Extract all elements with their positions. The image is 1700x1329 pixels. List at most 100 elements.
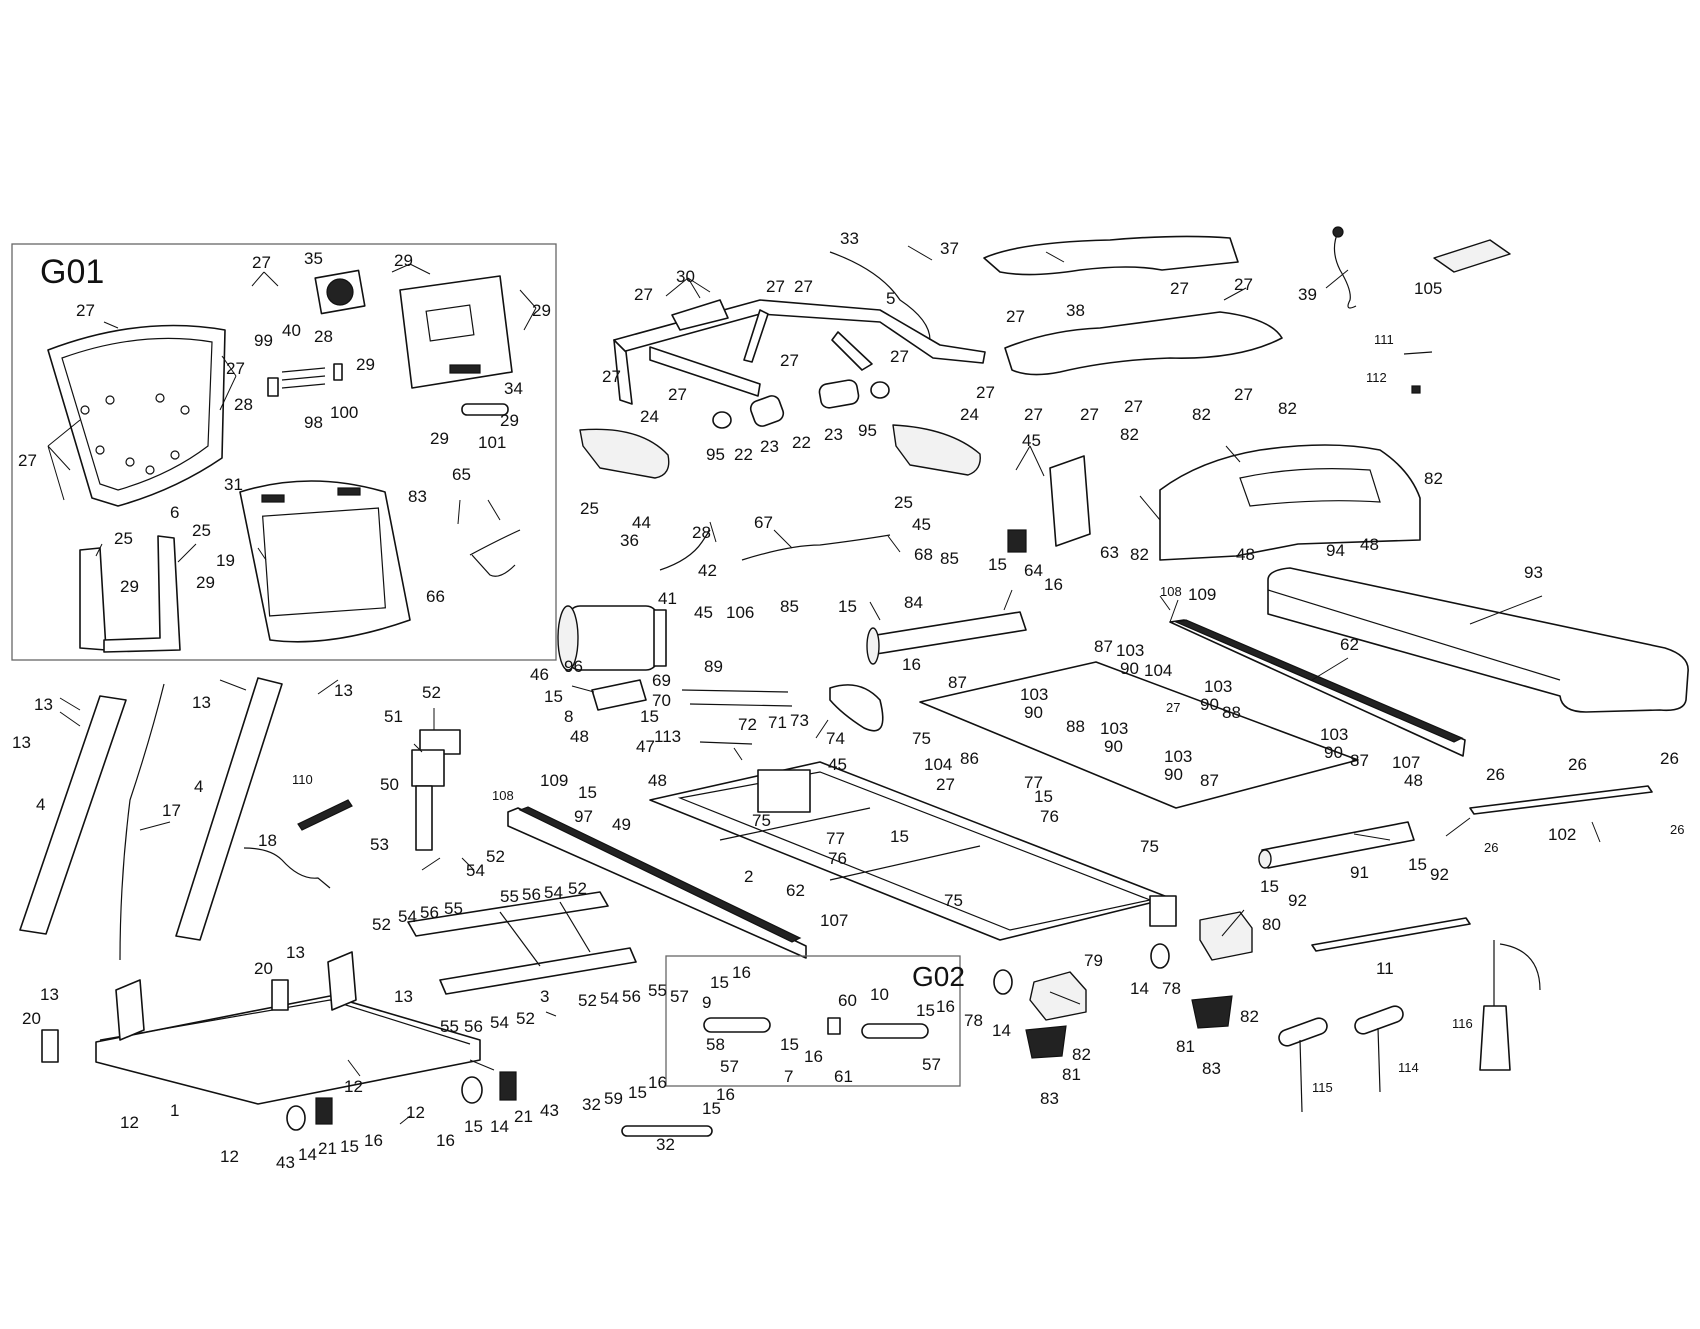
handlebar-end-cap-right — [892, 424, 981, 476]
key-clip-cord — [1403, 351, 1433, 355]
callout-90: 90 — [1024, 703, 1043, 722]
callout-4: 4 — [194, 777, 203, 796]
callout-16: 16 — [648, 1073, 667, 1092]
callout-103: 103 — [1020, 685, 1048, 704]
callout-78: 78 — [964, 1011, 983, 1030]
motor-cable-67 — [741, 534, 891, 561]
callout-104: 104 — [924, 755, 952, 774]
callout-43: 43 — [540, 1101, 559, 1120]
callout-40: 40 — [282, 321, 301, 340]
callout-82: 82 — [1278, 399, 1297, 418]
console-wire-harness — [469, 529, 521, 577]
callout-93: 93 — [1524, 563, 1543, 582]
sleeve-60 — [827, 1017, 841, 1035]
callout-73: 73 — [790, 711, 809, 730]
callout-12: 12 — [344, 1077, 363, 1096]
incline-motor — [411, 729, 461, 851]
callout-83: 83 — [1202, 1059, 1221, 1078]
callout-116: 116 — [1452, 1016, 1473, 1031]
callout-23: 23 — [824, 425, 843, 444]
callout-66: 66 — [426, 587, 445, 606]
callout-92: 92 — [1288, 891, 1307, 910]
cable-113 — [699, 741, 753, 745]
callout-51: 51 — [384, 707, 403, 726]
console-mast-frame — [613, 299, 986, 405]
drive-motor — [557, 529, 711, 671]
callout-27: 27 — [1234, 385, 1253, 404]
callout-87: 87 — [1200, 771, 1219, 790]
grill-81-right — [1191, 995, 1233, 1029]
callout-47: 47 — [636, 737, 655, 756]
callout-27: 27 — [226, 359, 245, 378]
callout-4: 4 — [36, 795, 45, 814]
callout-25: 25 — [580, 499, 599, 518]
callout-numbers: 27 27 35 29 29 99 40 28 29 27 28 100 98 … — [12, 229, 1684, 1172]
callout-81: 81 — [1062, 1065, 1081, 1084]
callout-82: 82 — [1240, 1007, 1259, 1026]
callout-45: 45 — [694, 603, 713, 622]
front-drive-roller — [866, 611, 1027, 665]
callout-98: 98 — [304, 413, 323, 432]
callout-13: 13 — [40, 985, 59, 1004]
callout-75: 75 — [912, 729, 931, 748]
callout-55: 55 — [440, 1017, 459, 1036]
wheel-14-left — [286, 1105, 306, 1131]
callout-37: 37 — [940, 239, 959, 258]
callout-15: 15 — [578, 783, 597, 802]
callout-15: 15 — [640, 707, 659, 726]
callout-90: 90 — [1324, 743, 1343, 762]
callout-29: 29 — [500, 411, 519, 430]
callout-46: 46 — [530, 665, 549, 684]
callout-87: 87 — [948, 673, 967, 692]
callout-87: 87 — [1350, 751, 1369, 770]
motor-hood-cover — [1159, 444, 1421, 561]
callout-81: 81 — [1176, 1037, 1195, 1056]
callout-14: 14 — [490, 1117, 509, 1136]
incline-frame — [407, 891, 637, 995]
callout-97: 97 — [574, 807, 593, 826]
callout-16: 16 — [936, 997, 955, 1016]
callout-8: 8 — [564, 707, 573, 726]
callout-27: 27 — [766, 277, 785, 296]
callout-105: 105 — [1414, 279, 1442, 298]
callout-9: 9 — [702, 993, 711, 1012]
callout-112: 112 — [1366, 370, 1387, 385]
callout-49: 49 — [612, 815, 631, 834]
callout-27: 27 — [1124, 397, 1143, 416]
t-wrench-115 — [1278, 1017, 1328, 1113]
callout-25: 25 — [894, 493, 913, 512]
callout-89: 89 — [704, 657, 723, 676]
callout-27: 27 — [76, 301, 95, 320]
callout-64: 64 — [1024, 561, 1043, 580]
grill-81-left — [1025, 1025, 1067, 1059]
callout-13: 13 — [34, 695, 53, 714]
callout-109: 109 — [1188, 585, 1216, 604]
callout-26: 26 — [1486, 765, 1505, 784]
end-cap-20-left — [41, 1029, 59, 1063]
callout-56: 56 — [622, 987, 641, 1006]
callout-62: 62 — [786, 881, 805, 900]
t-wrench-114 — [1354, 1005, 1404, 1093]
callout-82: 82 — [1130, 545, 1149, 564]
callout-24: 24 — [640, 407, 659, 426]
callout-7: 7 — [784, 1067, 793, 1086]
callout-90: 90 — [1104, 737, 1123, 756]
callout-12: 12 — [220, 1147, 239, 1166]
running-deck — [1267, 567, 1689, 713]
leader-lines — [47, 245, 1601, 1125]
callout-102: 102 — [1548, 825, 1576, 844]
callout-6: 6 — [170, 503, 179, 522]
callout-15: 15 — [988, 555, 1007, 574]
callout-62: 62 — [1340, 635, 1359, 654]
callout-16: 16 — [436, 1131, 455, 1150]
hand-pulse-grip-right — [818, 379, 860, 409]
callout-55: 55 — [500, 887, 519, 906]
callout-48: 48 — [1404, 771, 1423, 790]
callout-15: 15 — [890, 827, 909, 846]
callout-20: 20 — [22, 1009, 41, 1028]
callout-63: 63 — [1100, 543, 1119, 562]
grip-end-cap-right — [870, 381, 890, 399]
callout-52: 52 — [578, 991, 597, 1010]
console-keypad-board — [399, 275, 513, 389]
callout-57: 57 — [720, 1057, 739, 1076]
